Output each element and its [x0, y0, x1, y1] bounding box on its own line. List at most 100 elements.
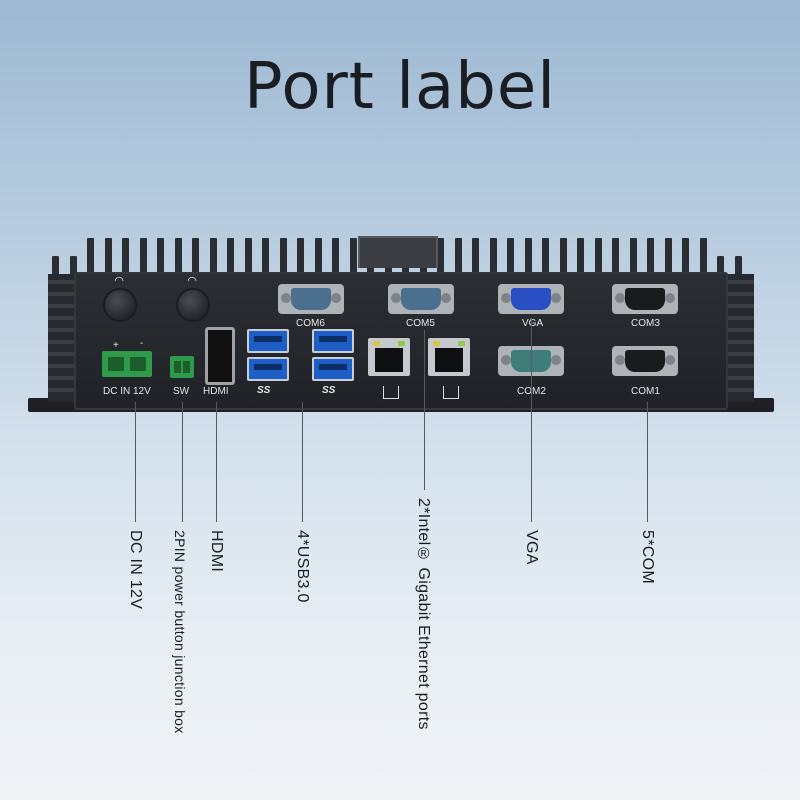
callout-line	[216, 402, 217, 522]
usb-port	[312, 357, 354, 381]
heatsink-fin	[297, 238, 304, 282]
heatsink-fin	[577, 238, 584, 282]
hdmi-port-label: HDMI	[203, 386, 229, 397]
antenna-right	[178, 290, 208, 320]
callout-power-button: 2PIN power button junction box	[172, 530, 188, 734]
heatsink-ridge	[724, 376, 754, 380]
heatsink-ridge	[48, 316, 78, 320]
callout-dc-in: DC IN 12V	[127, 530, 144, 610]
heatsink-fin	[594, 238, 602, 282]
heatsink-fin	[734, 256, 742, 282]
heatsink-fins	[52, 238, 748, 282]
callout-vga: VGA	[523, 530, 540, 565]
callout-line	[182, 402, 183, 522]
heatsink-ridge	[48, 376, 78, 380]
heatsink-fin	[489, 238, 497, 282]
callout-line	[135, 402, 136, 522]
dc-plus-label: +	[113, 340, 119, 351]
heatsink-fin	[664, 238, 672, 282]
vga-port	[498, 284, 564, 314]
heatsink-fin	[629, 238, 637, 282]
heatsink-ridge	[48, 304, 78, 308]
heatsink-fin	[437, 238, 444, 282]
com5-label: COM5	[406, 318, 435, 329]
heatsink-fin	[104, 238, 112, 282]
dc-power-terminal	[102, 351, 152, 377]
heatsink-fin	[122, 238, 129, 282]
heatsink-ridge	[48, 388, 78, 392]
heatsink-fin	[69, 256, 77, 282]
callout-com: 5*COM	[639, 530, 656, 584]
heatsink-fin	[279, 238, 287, 282]
heatsink-ridge	[724, 316, 754, 320]
usb-port	[247, 357, 289, 381]
heatsink-ridge	[724, 340, 754, 344]
heatsink-fin	[612, 238, 619, 282]
heatsink-fin	[209, 238, 217, 282]
heatsink-fin	[244, 238, 252, 282]
heatsink-ridge	[48, 292, 78, 296]
heatsink-fin	[699, 238, 707, 282]
callout-line	[424, 330, 425, 490]
heatsink-ridge	[724, 352, 754, 356]
page-title: Port label	[244, 50, 556, 124]
heatsink-fin	[524, 238, 532, 282]
heatsink-ridge	[724, 364, 754, 368]
heatsink-fin	[559, 238, 567, 282]
heatsink-fin	[157, 238, 164, 282]
callout-line	[647, 402, 648, 522]
heatsink-fin	[472, 238, 479, 282]
wifi-icon: ◠	[187, 275, 197, 287]
heatsink-ridge	[48, 352, 78, 356]
heatsink-fin	[454, 238, 462, 282]
heatsink-ridge	[724, 328, 754, 332]
heatsink-fin	[507, 238, 514, 282]
heatsink-fin	[717, 256, 724, 282]
usb-ss-logo: SS	[257, 385, 271, 396]
network-icon	[443, 386, 459, 399]
antenna-left	[105, 290, 135, 320]
heatsink-ridge	[724, 388, 754, 392]
heatsink-ridge	[48, 328, 78, 332]
left-heatsink	[48, 274, 78, 402]
com3-port	[612, 284, 678, 314]
com5-port	[388, 284, 454, 314]
callout-line	[302, 402, 303, 522]
hdmi-port	[205, 327, 235, 385]
com6-label: COM6	[296, 318, 325, 329]
com3-label: COM3	[631, 318, 660, 329]
heatsink-ridge	[724, 304, 754, 308]
heatsink-fin	[647, 238, 654, 282]
heatsink-ridge	[48, 364, 78, 368]
dc-minus-label: -	[140, 338, 144, 349]
heatsink-ridge	[48, 280, 78, 284]
heatsink-fin	[682, 238, 689, 282]
ethernet-port	[368, 338, 410, 376]
heatsink-fin	[227, 238, 234, 282]
heatsink-fin	[139, 238, 147, 282]
heatsink-ridge	[48, 340, 78, 344]
heatsink-fin	[192, 238, 199, 282]
heatsink-fin	[52, 256, 59, 282]
right-heatsink	[724, 274, 754, 402]
heatsink-ridge	[724, 292, 754, 296]
heatsink-fin	[87, 238, 94, 282]
callout-ethernet: 2*Intel® Gigabit Ethernet ports	[415, 498, 432, 730]
heatsink-ridge	[724, 280, 754, 284]
ethernet-port	[428, 338, 470, 376]
top-bracket	[358, 236, 438, 268]
com1-label: COM1	[631, 386, 660, 397]
callout-hdmi: HDMI	[208, 530, 225, 573]
heatsink-fin	[314, 238, 322, 282]
heatsink-fin	[262, 238, 269, 282]
wifi-icon: ◠	[114, 275, 124, 287]
usb-port	[247, 329, 289, 353]
heatsink-fin	[349, 238, 357, 282]
heatsink-fin	[332, 238, 339, 282]
callout-usb: 4*USB3.0	[294, 530, 311, 603]
vga-port-label: VGA	[522, 318, 544, 329]
callout-line	[531, 318, 532, 522]
usb-port	[312, 329, 354, 353]
network-icon	[383, 386, 399, 399]
power-switch-terminal	[170, 356, 194, 378]
